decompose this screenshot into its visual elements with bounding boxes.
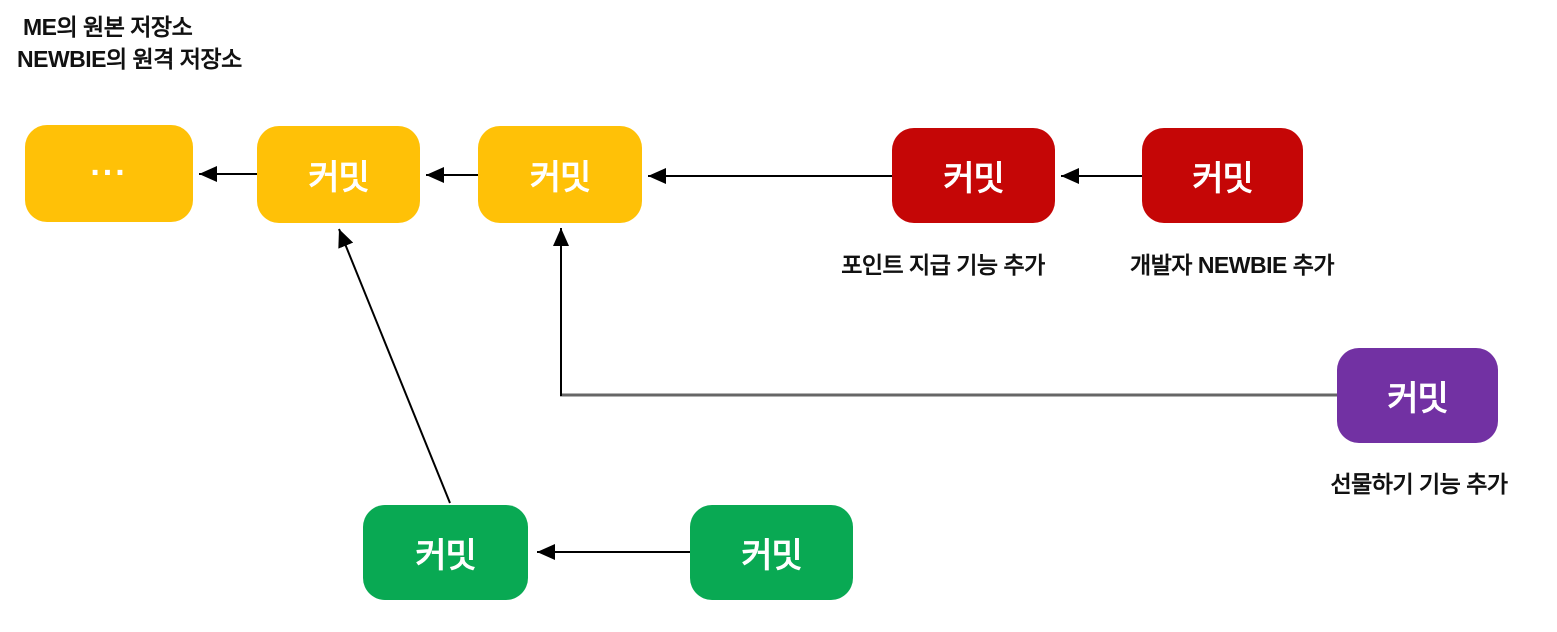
caption-purple-commit: 선물하기 기능 추가	[1330, 471, 1508, 497]
commit-node-red-1: 커밋	[892, 128, 1055, 223]
repo-title-line1: ME의 원본 저장소	[23, 14, 193, 40]
caption-red-commit-1: 포인트 지급 기능 추가	[841, 252, 1045, 278]
commit-node-yellow-1: 커밋	[257, 126, 420, 223]
commit-label: 커밋	[529, 159, 592, 197]
caption-red-commit-2: 개발자 NEWBIE 추가	[1129, 252, 1335, 278]
commit-label: 커밋	[1387, 380, 1449, 418]
commit-label: 커밋	[308, 159, 370, 197]
commit-node-purple: 커밋	[1337, 348, 1498, 443]
commit-node-red-2: 커밋	[1142, 128, 1303, 223]
ellipsis-label: ...	[90, 145, 128, 183]
commit-label: 커밋	[1192, 160, 1254, 198]
repo-title-line2: NEWBIE의 원격 저장소	[17, 46, 242, 72]
commit-node-green-1: 커밋	[363, 505, 528, 600]
commit-label: 커밋	[741, 537, 803, 575]
commit-label: 커밋	[415, 537, 477, 575]
commit-label: 커밋	[943, 160, 1005, 198]
arrow-green1-to-yc1	[338, 228, 451, 504]
commit-node-older: ...	[25, 125, 193, 222]
commit-node-green-2: 커밋	[690, 505, 853, 600]
commit-node-yellow-2: 커밋	[478, 126, 642, 223]
